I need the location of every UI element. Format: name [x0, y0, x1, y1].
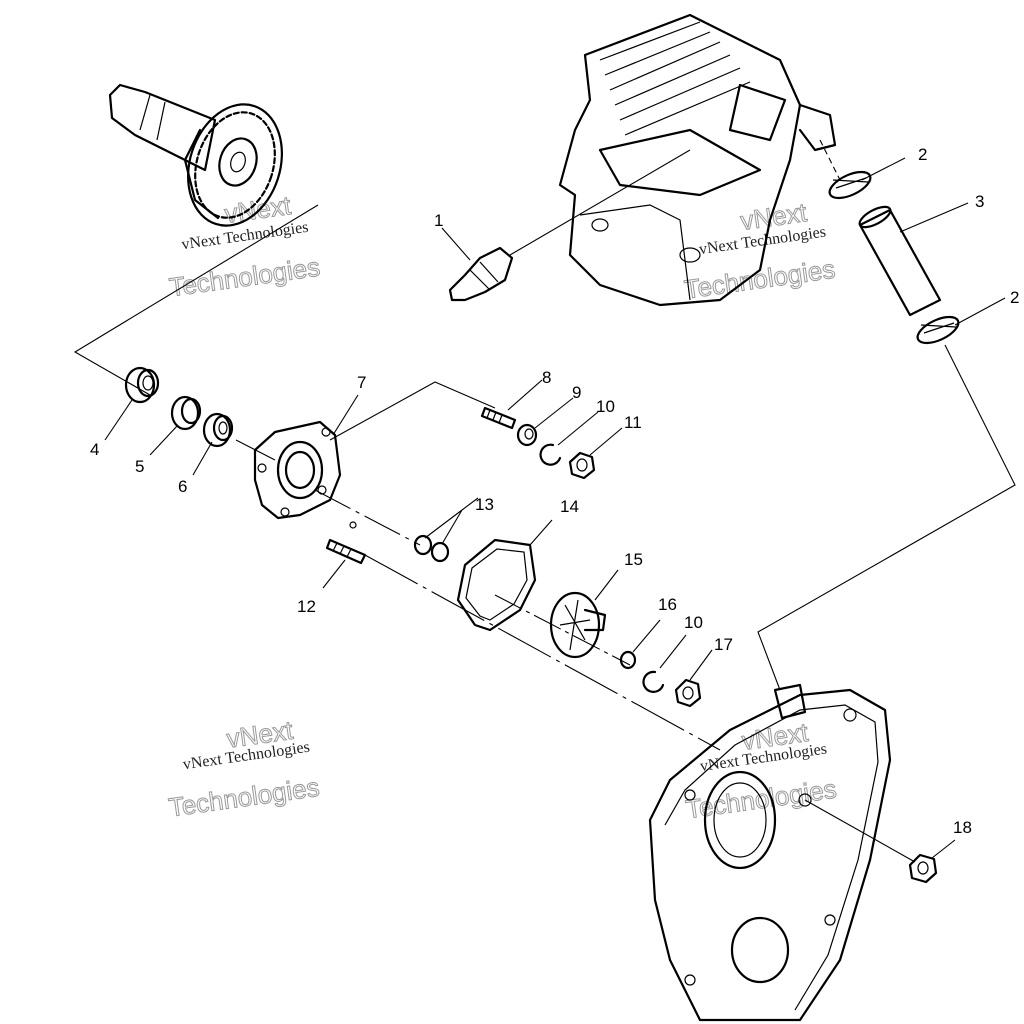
svg-text:Technologies: Technologies	[683, 254, 837, 305]
callout-1: 1	[434, 211, 443, 230]
part-13-o-ring-b	[430, 541, 450, 563]
callout-17: 17	[714, 635, 733, 654]
part-17-nut	[674, 678, 702, 708]
part-4-bearing	[124, 366, 160, 404]
callout-14: 14	[560, 497, 579, 516]
camshaft-gear-assembly	[108, 83, 283, 227]
part-9-washer	[516, 423, 538, 447]
part-14-gasket	[456, 538, 537, 632]
part-2-clamp-lower	[916, 315, 960, 345]
callout-leaders	[104, 157, 1006, 859]
part-1-sensor	[448, 246, 514, 302]
callout-16: 16	[658, 595, 677, 614]
callout-2-upper: 2	[918, 145, 927, 164]
part-11-nut	[568, 451, 596, 480]
part-3-hose	[858, 205, 942, 317]
part-8-stud	[480, 406, 517, 430]
part-13-o-ring-a	[413, 534, 433, 556]
part-18-nut	[908, 853, 938, 884]
watermark-4: vNext vNext Technologies Technologies	[683, 716, 838, 825]
assembly-lines	[73, 139, 1016, 863]
svg-text:Technologies: Technologies	[167, 772, 321, 823]
callout-6: 6	[178, 477, 187, 496]
callout-11: 11	[624, 413, 642, 432]
callout-10-upper: 10	[596, 397, 615, 416]
callout-4: 4	[90, 440, 99, 459]
callout-labels: 1 2 2 3 4 5 6 7 8 9 10 11 12 13 14 15 16…	[90, 145, 1019, 837]
part-15-impeller	[549, 591, 607, 659]
callout-5: 5	[135, 457, 144, 476]
part-10-lock-washer-lower	[642, 670, 665, 693]
callout-15: 15	[624, 550, 643, 569]
part-7-pump-housing	[253, 420, 342, 520]
part-16-washer	[619, 650, 637, 670]
part-2-clamp-upper	[828, 170, 872, 200]
svg-text:Technologies: Technologies	[167, 252, 321, 303]
small-ball	[349, 521, 357, 529]
callout-10-lower: 10	[684, 613, 703, 632]
cylinder-head	[558, 13, 837, 307]
crankcase	[648, 683, 892, 1022]
watermark-2: vNext vNext Technologies Technologies	[682, 196, 837, 305]
callout-12: 12	[297, 597, 316, 616]
callout-8: 8	[542, 368, 551, 387]
callout-2-lower: 2	[1010, 288, 1019, 307]
part-6-seal	[202, 412, 234, 448]
callout-3: 3	[975, 192, 984, 211]
part-10-lock-washer-upper	[539, 443, 562, 466]
callout-9: 9	[572, 383, 581, 402]
part-12-stud	[325, 538, 367, 565]
part-5-bearing	[170, 395, 202, 431]
callout-13: 13	[475, 495, 494, 514]
callout-18: 18	[953, 818, 972, 837]
watermark-1: vNext vNext Technologies Technologies	[167, 189, 322, 303]
watermark-3: vNext vNext Technologies Technologies	[166, 714, 321, 823]
callout-7: 7	[357, 373, 366, 392]
